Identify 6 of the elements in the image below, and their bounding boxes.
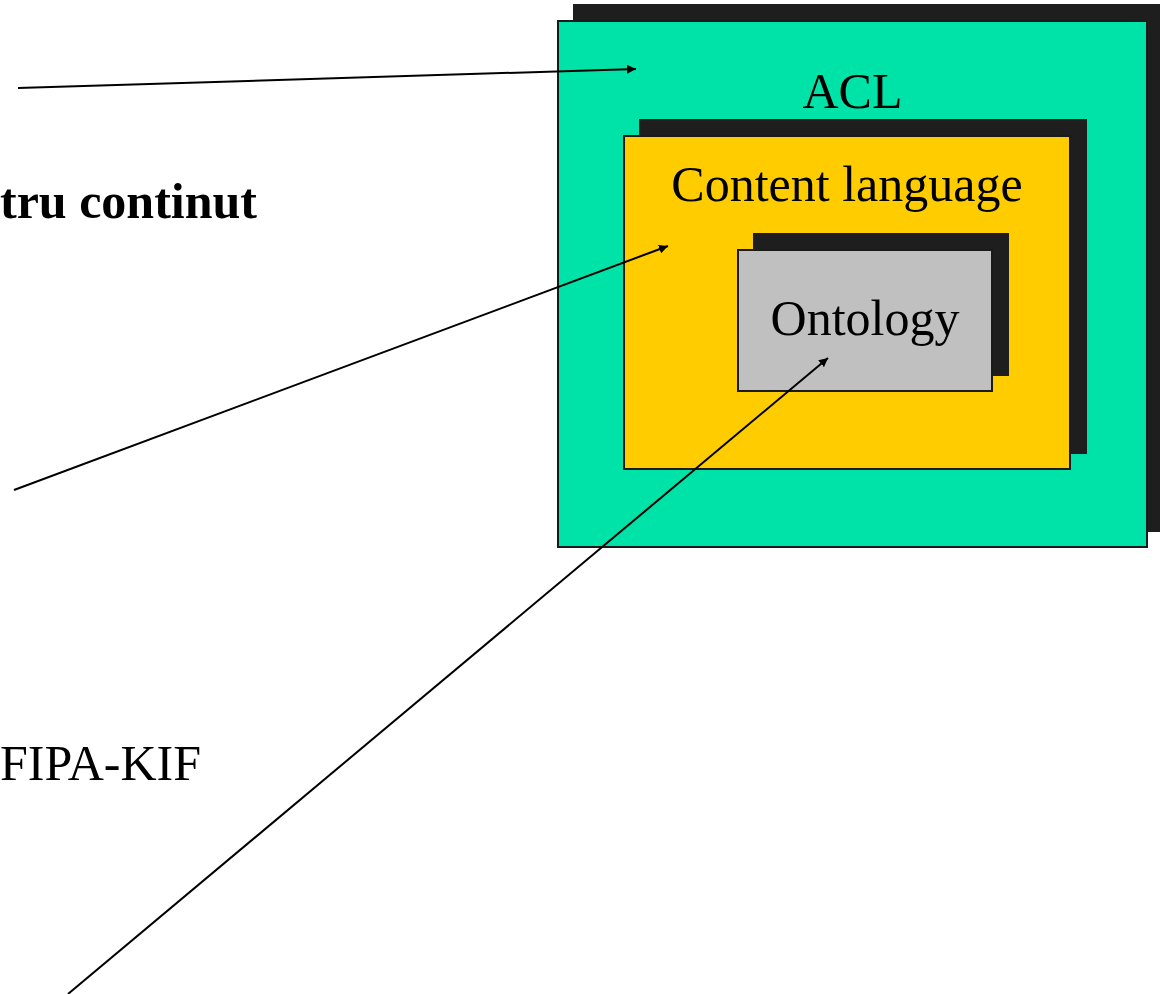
text-label: tru continut: [0, 174, 257, 229]
arrow: [67, 357, 829, 994]
arrow: [13, 244, 669, 491]
text-label: FIPA-KIF: [0, 736, 201, 791]
arrow: [17, 64, 637, 89]
box-label: ACL: [802, 66, 903, 116]
